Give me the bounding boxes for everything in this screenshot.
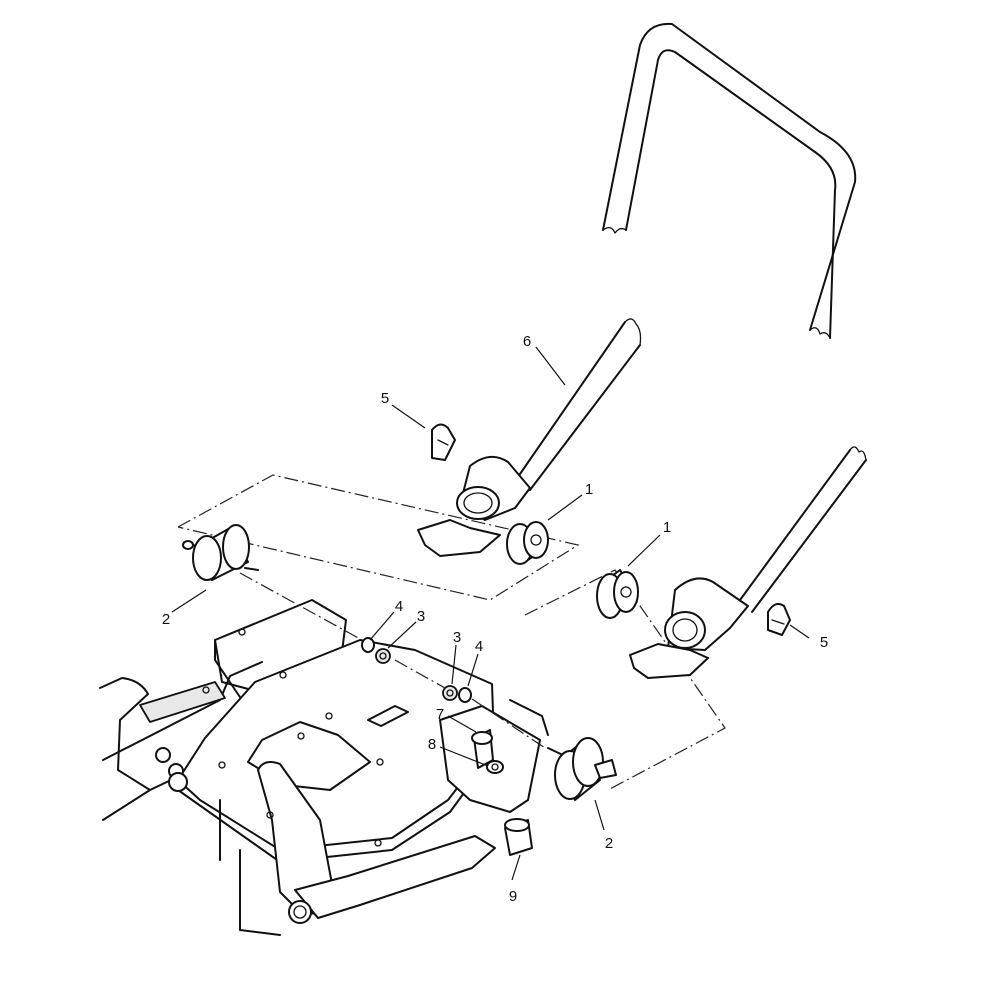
- handle-bar-upper: [602, 22, 857, 339]
- callout-1-upper: 1: [585, 481, 593, 498]
- pivot-pin-bumper-left: [182, 524, 259, 581]
- frame-assembly: [99, 599, 549, 936]
- callout-9: 9: [509, 888, 517, 905]
- callout-6: 6: [523, 333, 531, 350]
- pin-axis-lines: [239, 572, 546, 749]
- callout-4-right: 4: [475, 638, 483, 655]
- handle-arm-left: [629, 446, 867, 679]
- handle-arm-right: [417, 318, 642, 557]
- roller-spacer-lower: [596, 569, 639, 619]
- assembly-outline-left: [177, 474, 580, 601]
- washer-nut-right: [442, 685, 472, 703]
- callout-5-lower: 5: [820, 634, 828, 651]
- callout-2-right: 2: [605, 835, 613, 852]
- callout-1-lower: 1: [663, 519, 671, 536]
- bumper-stop: [504, 818, 533, 856]
- washer-nut-left: [361, 637, 391, 664]
- retaining-clip-upper: [431, 423, 456, 461]
- callout-5-upper: 5: [381, 390, 389, 407]
- callout-3-left: 3: [417, 608, 425, 625]
- leader-lines: [171, 346, 810, 881]
- callout-labels: 6 5 1 1 2 4 3 3 4 7 8 5 2 9: [162, 333, 828, 905]
- callout-3-right: 3: [453, 629, 461, 646]
- callout-4-left: 4: [395, 598, 403, 615]
- retaining-clip-lower: [767, 603, 791, 636]
- callout-2-left: 2: [162, 611, 170, 628]
- callout-7: 7: [436, 706, 444, 723]
- bolt: [471, 729, 494, 769]
- pivot-pin-bumper-right: [547, 737, 617, 801]
- roller-spacer-upper: [506, 521, 549, 565]
- bolt-washer: [486, 760, 504, 774]
- callout-8: 8: [428, 736, 436, 753]
